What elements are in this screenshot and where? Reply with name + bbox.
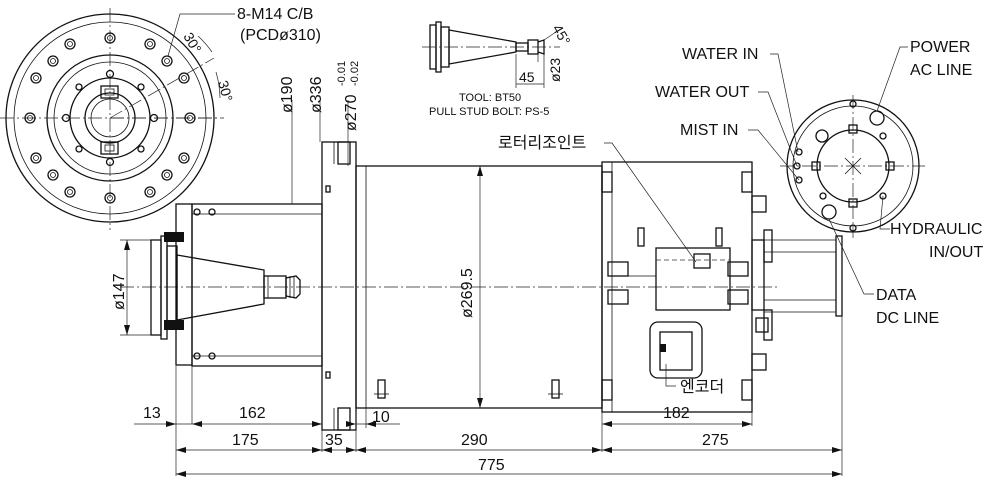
- pcd-label: (PCDø310): [240, 27, 321, 44]
- spindle-side-view: [120, 141, 843, 431]
- diameter-270-label: ø270: [343, 94, 360, 131]
- diameter-270-lower-tol: -0.02: [349, 61, 361, 86]
- flange-bolt-holes: [24, 32, 196, 204]
- rear-end-view: [780, 95, 925, 238]
- diameter-336-label: ø336: [308, 76, 325, 113]
- stud-length-label: 45: [519, 69, 535, 85]
- water-out-label: WATER OUT: [655, 84, 749, 101]
- dim-162-label: 162: [239, 405, 266, 422]
- dim-175-label: 175: [232, 432, 259, 449]
- tool-label: TOOL: BT50: [459, 92, 521, 104]
- diameter-269-label: ø269.5: [459, 268, 476, 318]
- power-label-1: POWER: [910, 39, 970, 56]
- dim-290-label: 290: [461, 432, 488, 449]
- length-dimension-lines: [134, 316, 843, 477]
- dim-275-label: 275: [702, 432, 729, 449]
- stud-diameter-label: ø23: [547, 58, 563, 82]
- dim-13-label: 13: [143, 405, 161, 422]
- angle-label-2: 30°: [215, 79, 236, 104]
- water-in-label: WATER IN: [682, 46, 758, 63]
- dim-35-label: 35: [325, 432, 343, 449]
- tool-detail: [422, 21, 560, 88]
- dim-10-label: 10: [372, 409, 390, 426]
- bolt-spec-label: 8-M14 C/B: [237, 6, 313, 23]
- dim-182-label: 182: [663, 405, 690, 422]
- angle-label-1: 30°: [180, 30, 204, 56]
- data-label-1: DATA: [876, 287, 917, 304]
- diameter-147-label: ø147: [111, 273, 128, 310]
- data-label-2: DC LINE: [876, 310, 939, 327]
- hydraulic-label-2: IN/OUT: [929, 244, 983, 261]
- dim-775-label: 775: [478, 457, 505, 474]
- encoder-label: 엔코더: [680, 378, 724, 396]
- flange-front-view: [0, 8, 235, 230]
- pull-stud-label: PULL STUD BOLT: PS-5: [429, 106, 549, 118]
- stud-chamfer-label: 45°: [549, 22, 573, 48]
- power-label-2: AC LINE: [910, 62, 972, 79]
- diameter-190-label: ø190: [279, 76, 296, 113]
- diameter-dimension-lines: [120, 100, 483, 408]
- rotary-joint-label: 로터리조인트: [498, 134, 586, 152]
- diameter-270-upper-tol: -0.01: [336, 61, 348, 86]
- hydraulic-label-1: HYDRAULIC: [890, 221, 982, 238]
- mist-in-label: MIST IN: [680, 122, 738, 139]
